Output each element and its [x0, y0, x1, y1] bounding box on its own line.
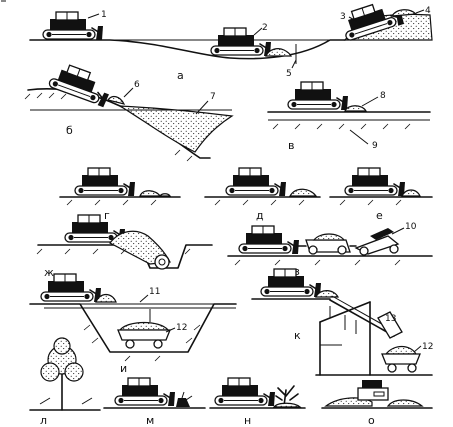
callout-7: 7	[210, 92, 216, 102]
panel-label-e: е	[376, 209, 383, 222]
panel-g: г	[59, 167, 181, 222]
panel-o: о	[321, 380, 433, 427]
callout-9: 9	[372, 141, 378, 151]
panel-label-o: о	[368, 414, 375, 427]
panel-label-a: а	[177, 69, 184, 82]
panel-label-v: в	[288, 139, 294, 152]
callout-5: 5	[286, 69, 292, 79]
panel-z: 10 з	[227, 222, 433, 278]
panel-zh: ж	[36, 214, 213, 279]
panel-label-g: г	[104, 209, 110, 222]
callout-4: 4	[425, 6, 431, 16]
panel-m: м	[103, 377, 206, 427]
callout-6: 6	[134, 80, 140, 90]
panel-v: 8 9 в	[267, 81, 431, 152]
panel-label-l: л	[40, 414, 47, 427]
panel-k: 13 12 к	[251, 268, 433, 376]
panel-label-b: б	[66, 124, 73, 137]
panel-label-n: н	[244, 414, 251, 427]
panel-label-zh: ж	[44, 266, 54, 279]
panel-label-k: к	[294, 329, 301, 342]
panel-label-i: и	[120, 362, 127, 375]
panel-label-d: д	[256, 209, 264, 222]
panel-n: н	[209, 377, 306, 427]
panel-label-m: м	[146, 414, 154, 427]
callout-11: 11	[149, 287, 160, 297]
panel-a: 1 2 3 4 5 а	[1, 0, 433, 82]
panel-label-z: з	[294, 265, 300, 278]
callout-2: 2	[262, 23, 268, 33]
panel-d: д	[204, 167, 321, 222]
panel-i: 11 12 и	[29, 273, 237, 375]
panel-e: е	[329, 167, 433, 222]
panel-b: 6 7 б	[24, 59, 234, 162]
panel-l: л	[29, 337, 101, 427]
callout-12-a: 12	[176, 323, 187, 333]
tree	[40, 337, 84, 382]
bulldozer-v	[287, 81, 349, 111]
callout-10: 10	[405, 222, 417, 232]
callout-13: 13	[385, 314, 396, 324]
callout-1: 1	[101, 10, 107, 20]
callout-12-b: 12	[422, 342, 433, 352]
callout-8: 8	[380, 91, 386, 101]
callout-3: 3	[340, 12, 346, 22]
